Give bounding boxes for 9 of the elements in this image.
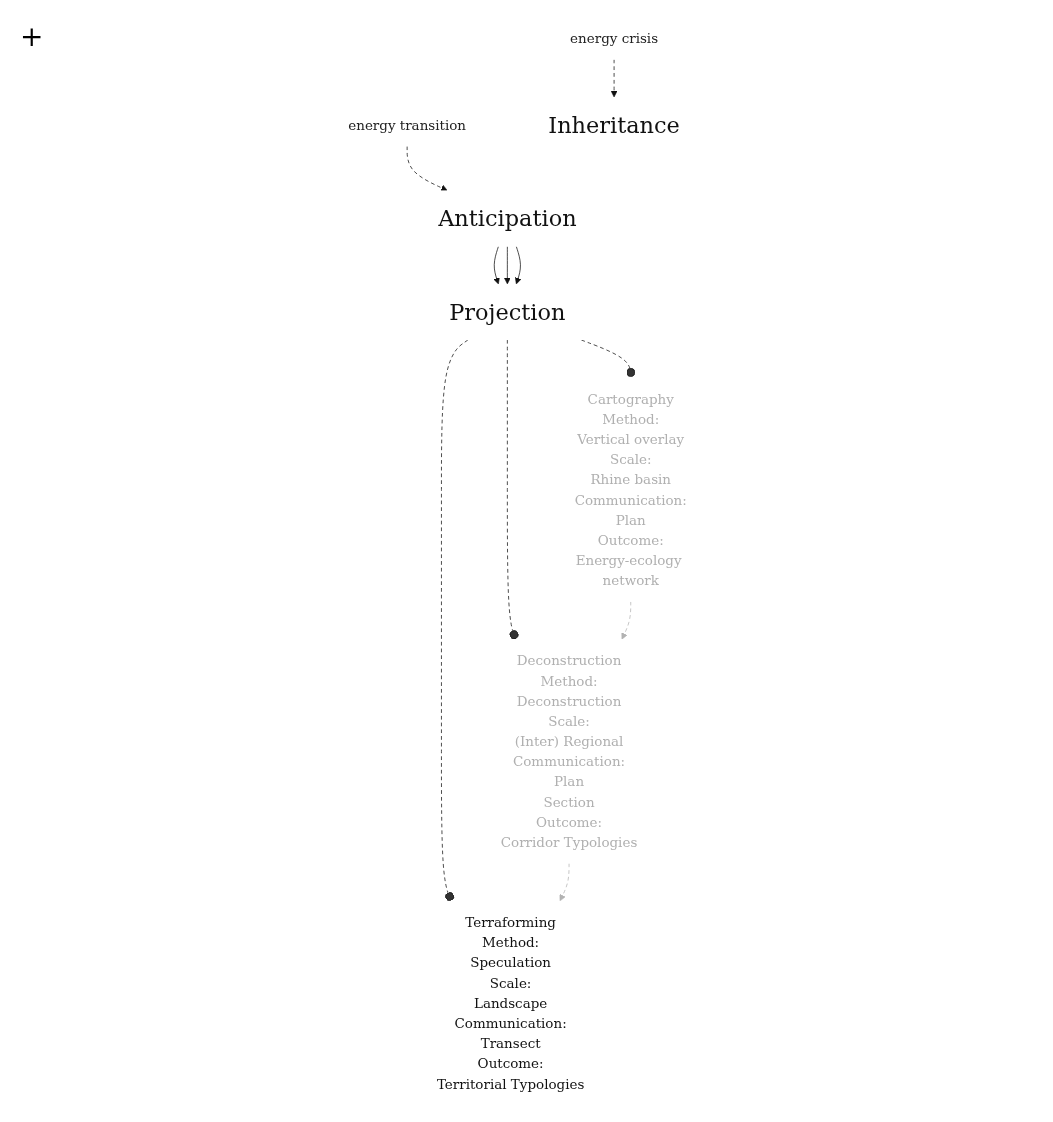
node-text: Projection bbox=[448, 298, 566, 326]
node-text: Inheritance bbox=[547, 111, 680, 139]
node-text: Terraforming Method: Speculation Scale: Landscape Communication: Transect Outcome: Territorial Typologies bbox=[436, 914, 584, 1092]
plus-sign: + bbox=[20, 20, 44, 53]
node-text: Anticipation bbox=[437, 205, 577, 232]
node-text: Deconstruction Method: Deconstruction Scale: (Inter) Regional Communication: Plan Section Outcome: Corridor Typologies bbox=[500, 652, 637, 851]
node-text: Cartography Method: Vertical overlay Scale: Rhine basin Communication: Plan Outcome: Energy-ecology network bbox=[574, 390, 687, 589]
node-text: energy crisis bbox=[569, 30, 658, 47]
node-text: energy transition bbox=[347, 117, 466, 133]
